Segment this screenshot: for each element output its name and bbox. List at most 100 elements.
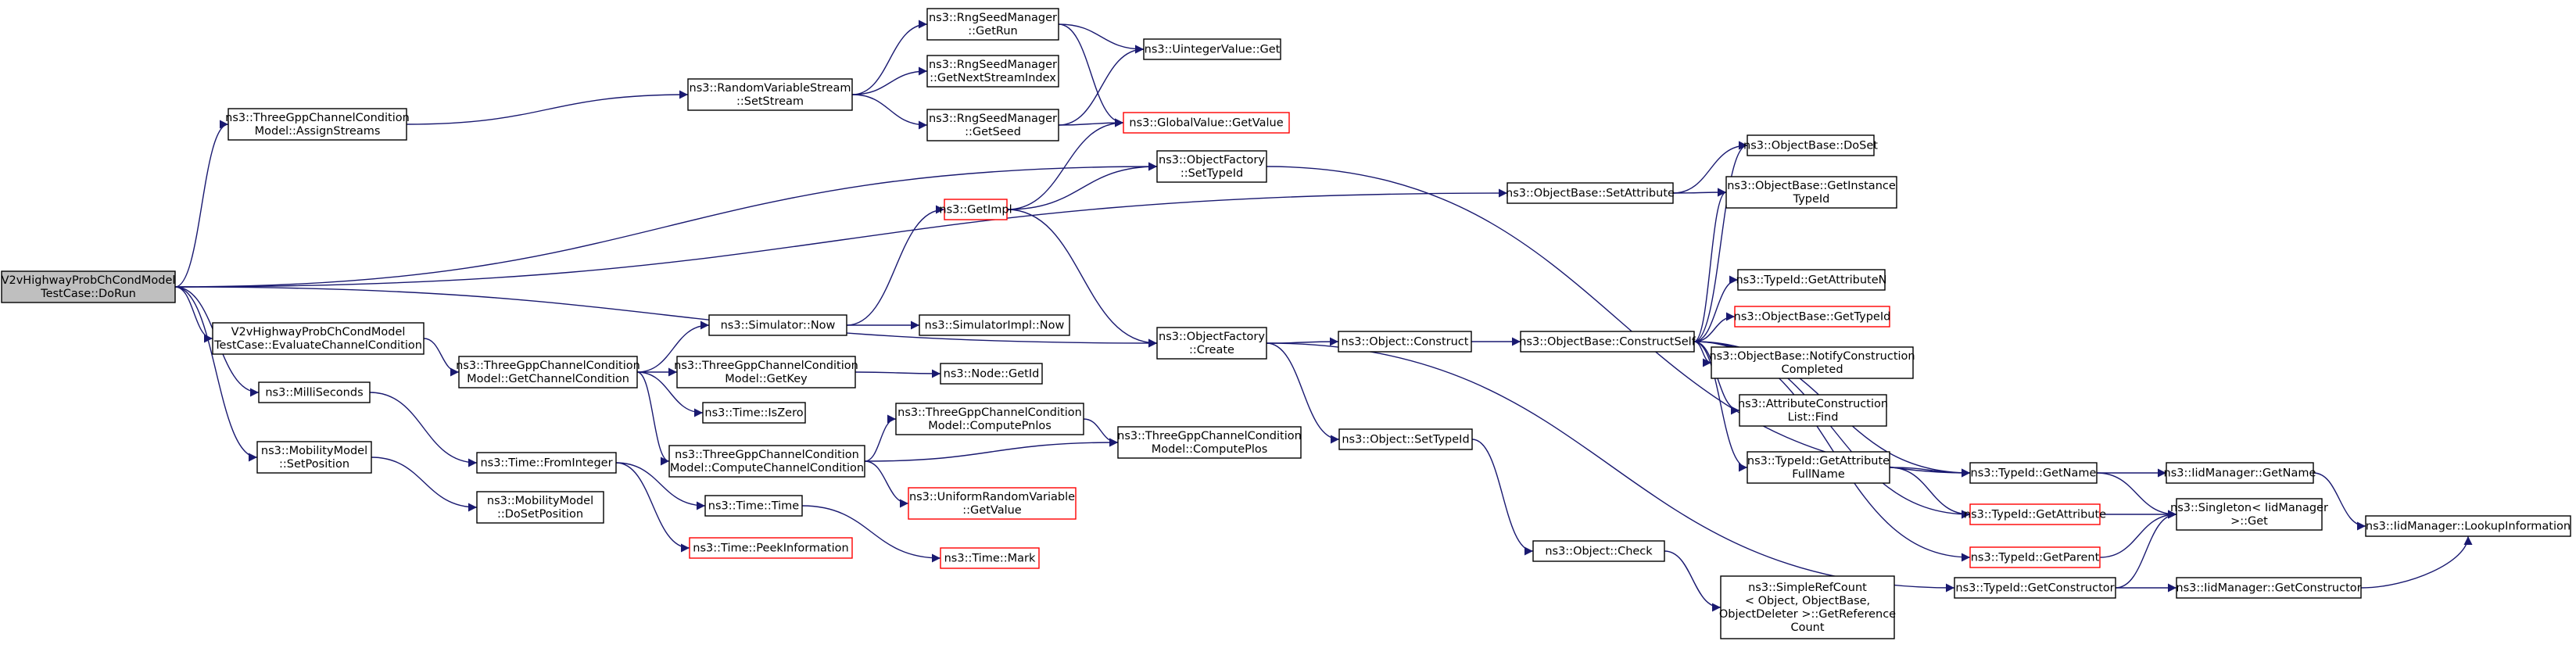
- node-obj-settypeid[interactable]: ns3::Object::SetTypeId: [1338, 428, 1473, 450]
- node-label: ns3::GetImpl: [939, 204, 1012, 217]
- nodes-layer: V2vHighwayProbChCondModelTestCase::DoRun…: [1, 8, 2571, 639]
- edge-milliseconds-to-time-fromint: [369, 392, 478, 467]
- node-box: [895, 403, 1084, 435]
- node-time-iszero[interactable]: ns3::Time::IsZero: [702, 402, 806, 424]
- node-simimpl-now[interactable]: ns3::SimulatorImpl::Now: [919, 314, 1070, 336]
- node-tgccm-computecc[interactable]: ns3::ThreeGppChannelConditionModel::Comp…: [668, 445, 865, 478]
- node-box: [926, 8, 1059, 41]
- node-label: List::Find: [1788, 411, 1839, 424]
- node-singleton-get[interactable]: ns3::Singleton< IidManager>::Get: [2170, 498, 2328, 531]
- node-iid-getctor[interactable]: ns3::IidManager::GetConstructor: [2176, 577, 2362, 599]
- node-rvs-setstream[interactable]: ns3::RandomVariableStream::SetStream: [687, 78, 853, 111]
- node-label: ns3::Time::FromInteger: [480, 457, 612, 470]
- node-label: ns3::IidManager::GetName: [2164, 467, 2316, 480]
- edges-layer: [174, 20, 2473, 612]
- node-label: ns3::IidManager::GetConstructor: [2176, 582, 2361, 595]
- edge: [2313, 472, 2366, 531]
- node-of-create[interactable]: ns3::ObjectFactory::Create: [1156, 327, 1267, 360]
- node-label: < Object, ObjectBase,: [1745, 595, 1870, 607]
- node-iid-lookup[interactable]: ns3::IidManager::LookupInformation: [2365, 515, 2571, 537]
- edge-rng-getrun-to-uint-get: [1058, 23, 1145, 54]
- node-box: [1143, 38, 1281, 60]
- node-label: ns3::GlobalValue::GetValue: [1129, 117, 1283, 130]
- node-v2v-eval[interactable]: V2vHighwayProbChCondModelTestCase::Evalu…: [212, 322, 425, 355]
- node-iid-getname[interactable]: ns3::IidManager::GetName: [2164, 462, 2316, 484]
- node-obj-construct[interactable]: ns3::Object::Construct: [1338, 331, 1472, 353]
- node-tid-getname[interactable]: ns3::TypeId::GetName: [1969, 462, 2098, 484]
- node-time-fromint[interactable]: ns3::Time::FromInteger: [476, 452, 617, 474]
- node-sim-now[interactable]: ns3::Simulator::Now: [708, 314, 847, 336]
- edge-tgccm-getcc-to-sim-now: [636, 320, 710, 373]
- node-obj-check[interactable]: ns3::Object::Check: [1532, 540, 1665, 562]
- node-ob-constructself[interactable]: ns3::ObjectBase::ConstructSelf: [1519, 331, 1696, 353]
- node-gv-getvalue[interactable]: ns3::GlobalValue::GetValue: [1123, 112, 1290, 134]
- node-box: [1747, 451, 1890, 484]
- node-rng-nextstream[interactable]: ns3::RngSeedManager::GetNextStreamIndex: [926, 55, 1059, 88]
- node-uint-get[interactable]: ns3::UintegerValue::Get: [1143, 38, 1281, 60]
- node-ob-gettypeid[interactable]: ns3::ObjectBase::GetTypeId: [1734, 306, 1891, 328]
- node-label: ns3::Time::IsZero: [704, 407, 803, 420]
- node-tgccm-plos[interactable]: ns3::ThreeGppChannelConditionModel::Comp…: [1117, 426, 1302, 459]
- node-label: ns3::ObjectBase::GetInstance: [1727, 180, 1896, 192]
- node-box: [256, 441, 372, 474]
- node-mm-setpos[interactable]: ns3::MobilityModel::SetPosition: [256, 441, 372, 474]
- edge-iid-getname-to-iid-lookup: [2313, 472, 2366, 531]
- node-time-mark[interactable]: ns3::Time::Mark: [940, 547, 1040, 569]
- node-label: ::DoSetPosition: [497, 508, 583, 521]
- node-label: ns3::Node::GetId: [944, 368, 1040, 381]
- node-mm-dosetpos[interactable]: ns3::MobilityModel::DoSetPosition: [476, 491, 604, 524]
- edge: [864, 460, 909, 508]
- node-time-peek[interactable]: ns3::Time::PeekInformation: [689, 537, 853, 559]
- node-label: ns3::ThreeGppChannelCondition: [456, 360, 640, 372]
- edge-tid-getctor-to-singleton-get: [2115, 510, 2177, 589]
- node-ob-doset[interactable]: ns3::ObjectBase::DoSet: [1743, 134, 1878, 156]
- node-box: [1156, 150, 1267, 183]
- node-tgccm-assign[interactable]: ns3::ThreeGppChannelConditionModel::Assi…: [225, 108, 410, 141]
- node-node-getid[interactable]: ns3::Node::GetId: [940, 363, 1043, 385]
- node-label: >::Get: [2230, 515, 2268, 528]
- node-tgccm-getkey[interactable]: ns3::ThreeGppChannelConditionModel::GetK…: [674, 356, 858, 388]
- node-label: ::SetPosition: [279, 458, 349, 471]
- edge: [1471, 439, 1534, 556]
- node-label: ns3::TypeId::GetAttribute: [1747, 455, 1890, 467]
- node-label: ns3::ObjectBase::NotifyConstruction: [1709, 350, 1915, 363]
- node-src-getref[interactable]: ns3::SimpleRefCount< Object, ObjectBase,…: [1719, 575, 1896, 639]
- edge: [1058, 23, 1145, 54]
- node-label: ns3::SimulatorImpl::Now: [925, 320, 1065, 332]
- node-tid-getctor[interactable]: ns3::TypeId::GetConstructor: [1954, 577, 2116, 599]
- edge-rvs-setstream-to-rng-getrun: [851, 20, 928, 95]
- node-label: ns3::ObjectBase::DoSet: [1743, 140, 1878, 152]
- edge-ob-constructself-to-ob-getinstance: [1693, 188, 1727, 342]
- node-urv-getvalue[interactable]: ns3::UniformRandomVariable::GetValue: [908, 487, 1077, 520]
- edge: [1266, 342, 1955, 593]
- node-ob-notify[interactable]: ns3::ObjectBase::NotifyConstructionCompl…: [1709, 346, 1915, 379]
- node-label: Model::ComputePlos: [1152, 443, 1268, 456]
- edge-ob-constructself-to-tid-getattrfull: [1693, 341, 1748, 472]
- edge: [864, 414, 897, 462]
- edge-root-to-mm-setpos: [174, 286, 258, 462]
- node-tid-getattr[interactable]: ns3::TypeId::GetAttribute: [1964, 503, 2106, 525]
- edge: [1889, 467, 1971, 519]
- node-milliseconds[interactable]: ns3::MilliSeconds: [258, 381, 371, 403]
- node-ob-setattr[interactable]: ns3::ObjectBase::SetAttribute: [1506, 182, 1675, 204]
- node-box: [1123, 112, 1290, 134]
- node-tgccm-getcc[interactable]: ns3::ThreeGppChannelConditionModel::GetC…: [456, 356, 640, 388]
- node-rng-getrun[interactable]: ns3::RngSeedManager::GetRun: [926, 8, 1059, 41]
- node-rng-getseed[interactable]: ns3::RngSeedManager::GetSeed: [926, 109, 1059, 141]
- edge: [1058, 23, 1124, 127]
- node-label: ns3::ThreeGppChannelCondition: [1117, 430, 1302, 442]
- edge: [174, 286, 1158, 348]
- node-tid-getparent[interactable]: ns3::TypeId::GetParent: [1969, 546, 2101, 568]
- node-of-settypeid[interactable]: ns3::ObjectFactory::SetTypeId: [1156, 150, 1267, 183]
- node-tgccm-pnlos[interactable]: ns3::ThreeGppChannelConditionModel::Comp…: [895, 403, 1084, 435]
- node-box: [228, 108, 407, 141]
- edge-tid-getname-to-singleton-get: [2096, 472, 2177, 519]
- node-tid-getattrn[interactable]: ns3::TypeId::GetAttributeN: [1736, 269, 1887, 291]
- node-time-time[interactable]: ns3::Time::Time: [704, 495, 803, 517]
- node-box: [676, 356, 856, 388]
- node-getimpl[interactable]: ns3::GetImpl: [939, 199, 1012, 220]
